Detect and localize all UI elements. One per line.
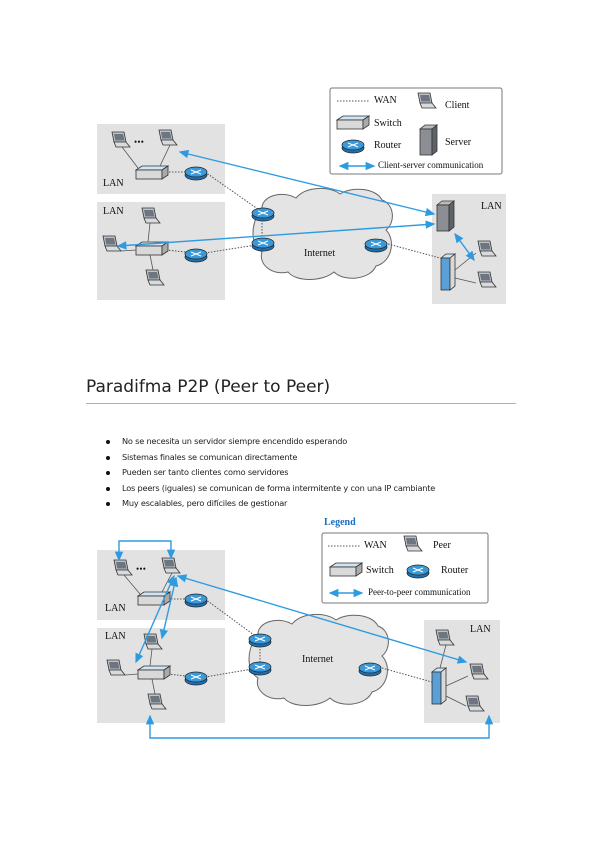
peer-to-peer-arrows	[114, 540, 494, 739]
server-icon	[436, 200, 455, 232]
bullet-dot	[106, 471, 110, 476]
bullet-dot	[106, 440, 110, 444]
router-icon	[184, 671, 208, 686]
legend-comm-label: Client-server communication	[378, 160, 484, 170]
switch-tower-icon	[440, 253, 456, 291]
lan-label: LAN	[103, 178, 124, 189]
legend-wan-label: WAN	[364, 540, 387, 551]
bullet-list: No se necesita un servidor siempre encen…	[106, 434, 435, 512]
bullet-dot	[106, 502, 110, 507]
legend-wan-label: WAN	[374, 95, 397, 106]
internet-label: Internet	[304, 248, 336, 259]
legend-router-icon	[341, 139, 365, 154]
lan-label: LAN	[105, 631, 126, 642]
router-icon	[184, 166, 208, 181]
lan-label: LAN	[105, 603, 126, 614]
legend-switch-label: Switch	[374, 118, 402, 129]
legend-server-icon	[419, 124, 438, 156]
section-heading: Paradifma P2P (Peer to Peer)	[86, 377, 331, 397]
internet-label: Internet	[302, 654, 334, 665]
legend-router-label: Router	[441, 565, 469, 576]
router-icon	[251, 237, 275, 252]
router-icon	[248, 633, 272, 648]
lan-label: LAN	[481, 201, 502, 212]
bullet-dot	[106, 455, 110, 460]
lan-label: LAN	[103, 206, 124, 217]
legend-switch-label: Switch	[366, 565, 394, 576]
router-icon	[251, 207, 275, 222]
more-clients-dots: • • •	[134, 137, 144, 147]
legend-router-icon	[406, 564, 430, 579]
bullet-item: Pueden ser tanto clientes como servidore…	[106, 465, 435, 481]
switch-icon	[137, 665, 171, 680]
legend-client-label: Client	[445, 100, 470, 111]
legend-switch-icon	[329, 562, 363, 577]
switch-tower-icon	[431, 667, 447, 705]
legend-box	[321, 532, 489, 604]
switch-icon	[137, 591, 171, 606]
legend-switch-icon	[336, 115, 370, 130]
bullet-item: Muy escalables, pero difíciles de gestio…	[106, 496, 435, 512]
legend-comm-label: Peer-to-peer communication	[368, 587, 471, 597]
heading-rule	[86, 403, 516, 404]
legend-box	[329, 87, 503, 175]
legend-router-label: Router	[374, 140, 402, 151]
bullet-item: Los peers (iguales) se comunican de form…	[106, 481, 435, 497]
bullet-item: Sistemas finales se comunican directamen…	[106, 450, 435, 466]
router-icon	[184, 248, 208, 263]
switch-icon	[135, 165, 169, 180]
bullet-dot	[106, 486, 110, 491]
bullet-item: No se necesita un servidor siempre encen…	[106, 434, 435, 450]
router-icon	[248, 661, 272, 676]
legend-server-label: Server	[445, 137, 472, 148]
legend-peer-label: Peer	[433, 540, 451, 551]
router-icon	[364, 238, 388, 253]
internet-cloud	[252, 188, 393, 280]
router-icon	[184, 593, 208, 608]
lan-label: LAN	[470, 624, 491, 635]
legend-title: Legend	[324, 517, 356, 528]
more-peers-dots: • • •	[136, 564, 146, 574]
client-server-arrows	[116, 149, 475, 262]
router-icon	[358, 662, 382, 677]
